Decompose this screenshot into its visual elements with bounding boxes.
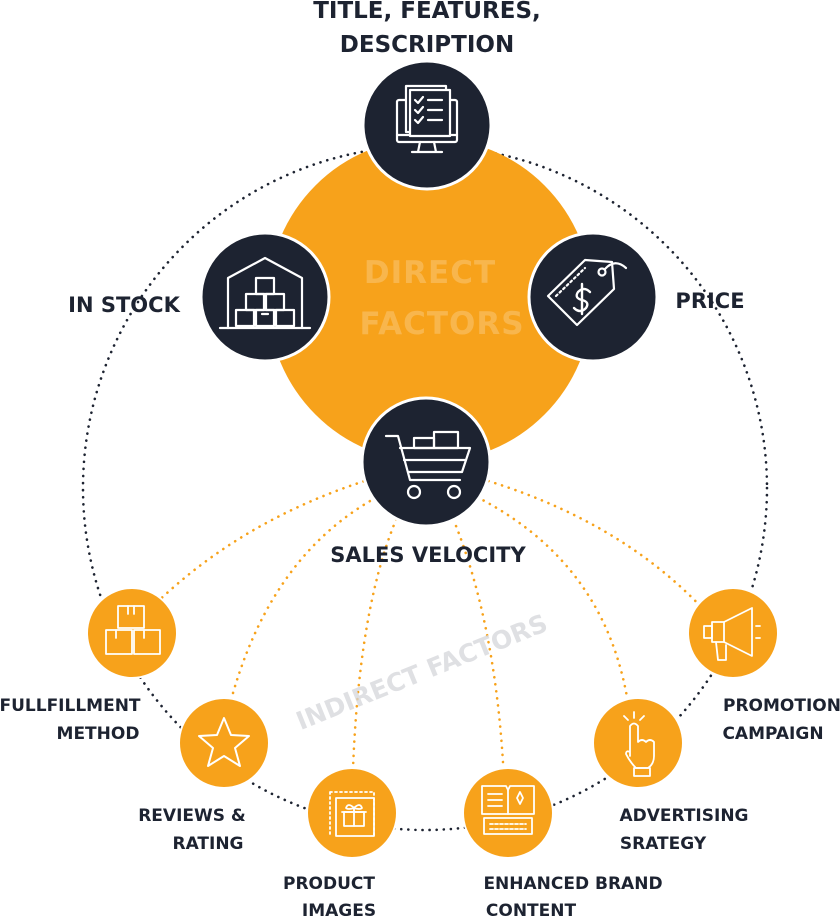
star-icon — [198, 717, 250, 767]
stacked-boxes-icon — [105, 605, 161, 655]
megaphone-icon — [703, 607, 761, 661]
touch-hand-icon — [623, 711, 655, 777]
label-price: PRICE — [675, 289, 744, 313]
label-sales-velocity: SALES VELOCITY — [330, 543, 526, 567]
connector-brand — [443, 498, 507, 810]
price-tag-icon — [546, 258, 628, 327]
label-brand-line1: ENHANCED BRAND — [483, 874, 662, 894]
label-promotion-line1: PROMOTION — [723, 696, 840, 716]
label-images-line2: IMAGES — [302, 901, 376, 918]
node-title-features — [361, 59, 493, 191]
node-product-images — [306, 767, 398, 859]
connector-images — [350, 498, 407, 810]
label-reviews-line2: RATING — [172, 834, 243, 854]
label-brand-line2: CONTENT — [486, 901, 577, 918]
node-price — [527, 231, 659, 363]
node-brand-content — [462, 767, 554, 859]
indirect-factors-watermark: INDIRECT FACTORS — [292, 608, 552, 735]
label-title-line1: TITLE, FEATURES, — [313, 0, 541, 24]
node-in-stock — [199, 231, 331, 363]
label-advertising-line1: ADVERTISING — [619, 806, 748, 826]
indirect-connectors — [130, 473, 722, 810]
node-reviews — [178, 697, 270, 789]
node-sales-velocity — [360, 396, 492, 528]
direct-factors-center — [268, 138, 592, 462]
label-reviews-line1: REVIEWS & — [138, 806, 246, 826]
label-fulfillment-line1: FULLFILLMENT — [0, 696, 141, 716]
center-title-line2: FACTORS — [359, 306, 524, 342]
node-promotion — [687, 587, 779, 679]
label-fulfillment-line2: METHOD — [57, 724, 140, 744]
book-keyboard-icon — [481, 785, 535, 835]
label-in-stock: IN STOCK — [68, 293, 180, 317]
gift-frame-icon — [329, 791, 375, 837]
label-advertising-line2: SRATEGY — [620, 834, 707, 854]
label-promotion-line2: CAMPAIGN — [722, 724, 823, 744]
center-title-line1: DIRECT — [364, 255, 496, 291]
node-fulfillment — [86, 587, 178, 679]
connector-advertising — [456, 486, 634, 740]
warehouse-boxes-icon — [218, 256, 312, 330]
label-title-line2: DESCRIPTION — [340, 32, 514, 58]
label-images-line1: PRODUCT — [283, 874, 375, 894]
shopping-cart-icon — [384, 430, 472, 500]
connector-promotion — [466, 473, 722, 630]
node-advertising — [592, 697, 684, 789]
document-checklist-icon — [395, 84, 459, 154]
